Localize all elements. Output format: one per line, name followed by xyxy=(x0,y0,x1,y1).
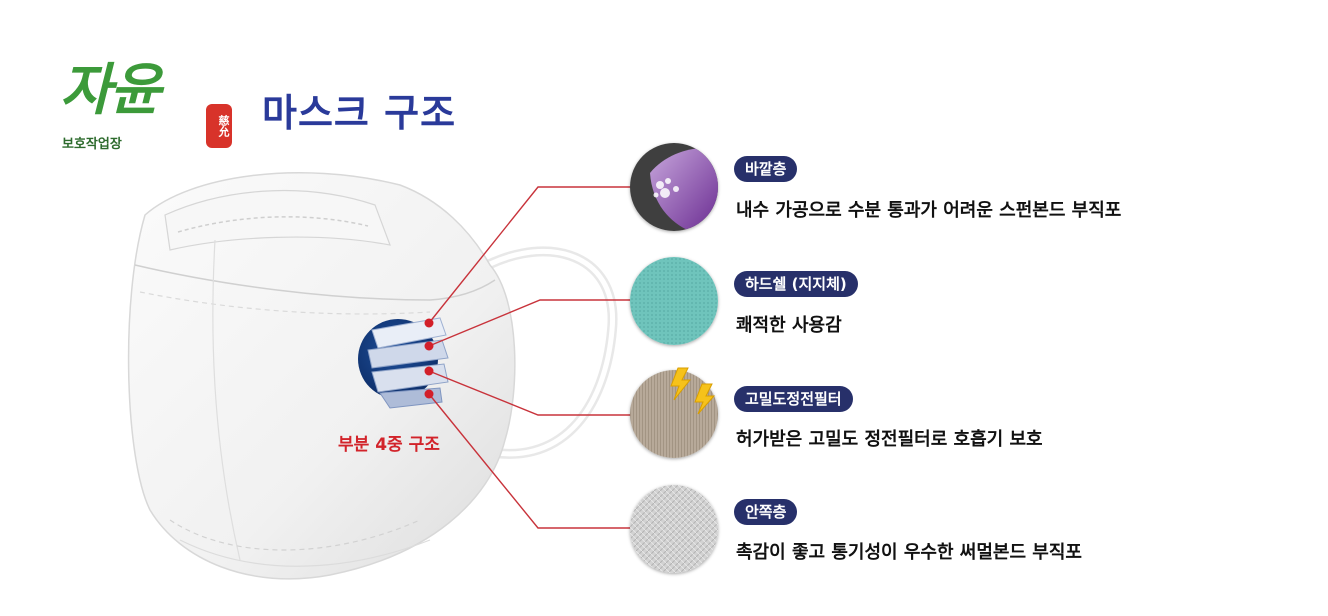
layer-name-badge: 바깥층 xyxy=(734,156,798,182)
lightning-icon xyxy=(670,367,716,415)
layer-name-badge: 고밀도정전필터 xyxy=(734,386,853,412)
logo-subtitle: 보호작업장 xyxy=(62,137,122,152)
layer-description: 내수 가공으로 수분 통과가 어려운 스펀본드 부직포 xyxy=(736,200,1122,221)
page-title: 마스크 구조 xyxy=(262,91,457,135)
seal-text: 慈允 xyxy=(217,115,230,137)
hard-shell-swatch xyxy=(630,257,718,345)
seal-stamp: 慈允 xyxy=(206,104,232,148)
layer-name-badge: 안쪽층 xyxy=(734,499,798,525)
layer-description: 쾌적한 사용감 xyxy=(736,315,842,336)
layer-description: 허가받은 고밀도 정전필터로 호흡기 보호 xyxy=(736,429,1043,450)
connector-lines xyxy=(428,186,632,529)
outer-layer-swatch xyxy=(630,143,718,231)
layer-name-badge: 하드쉘 (지지체) xyxy=(734,271,858,297)
layer-structure-label: 부분 4중 구조 xyxy=(338,435,440,455)
mask-illustration xyxy=(127,172,632,580)
logo: 자윤 xyxy=(60,57,161,123)
mask-body xyxy=(127,172,516,580)
layer-description: 촉감이 좋고 통기성이 우수한 써멀본드 부직포 xyxy=(736,542,1082,563)
inner-layer-swatch xyxy=(630,485,718,573)
